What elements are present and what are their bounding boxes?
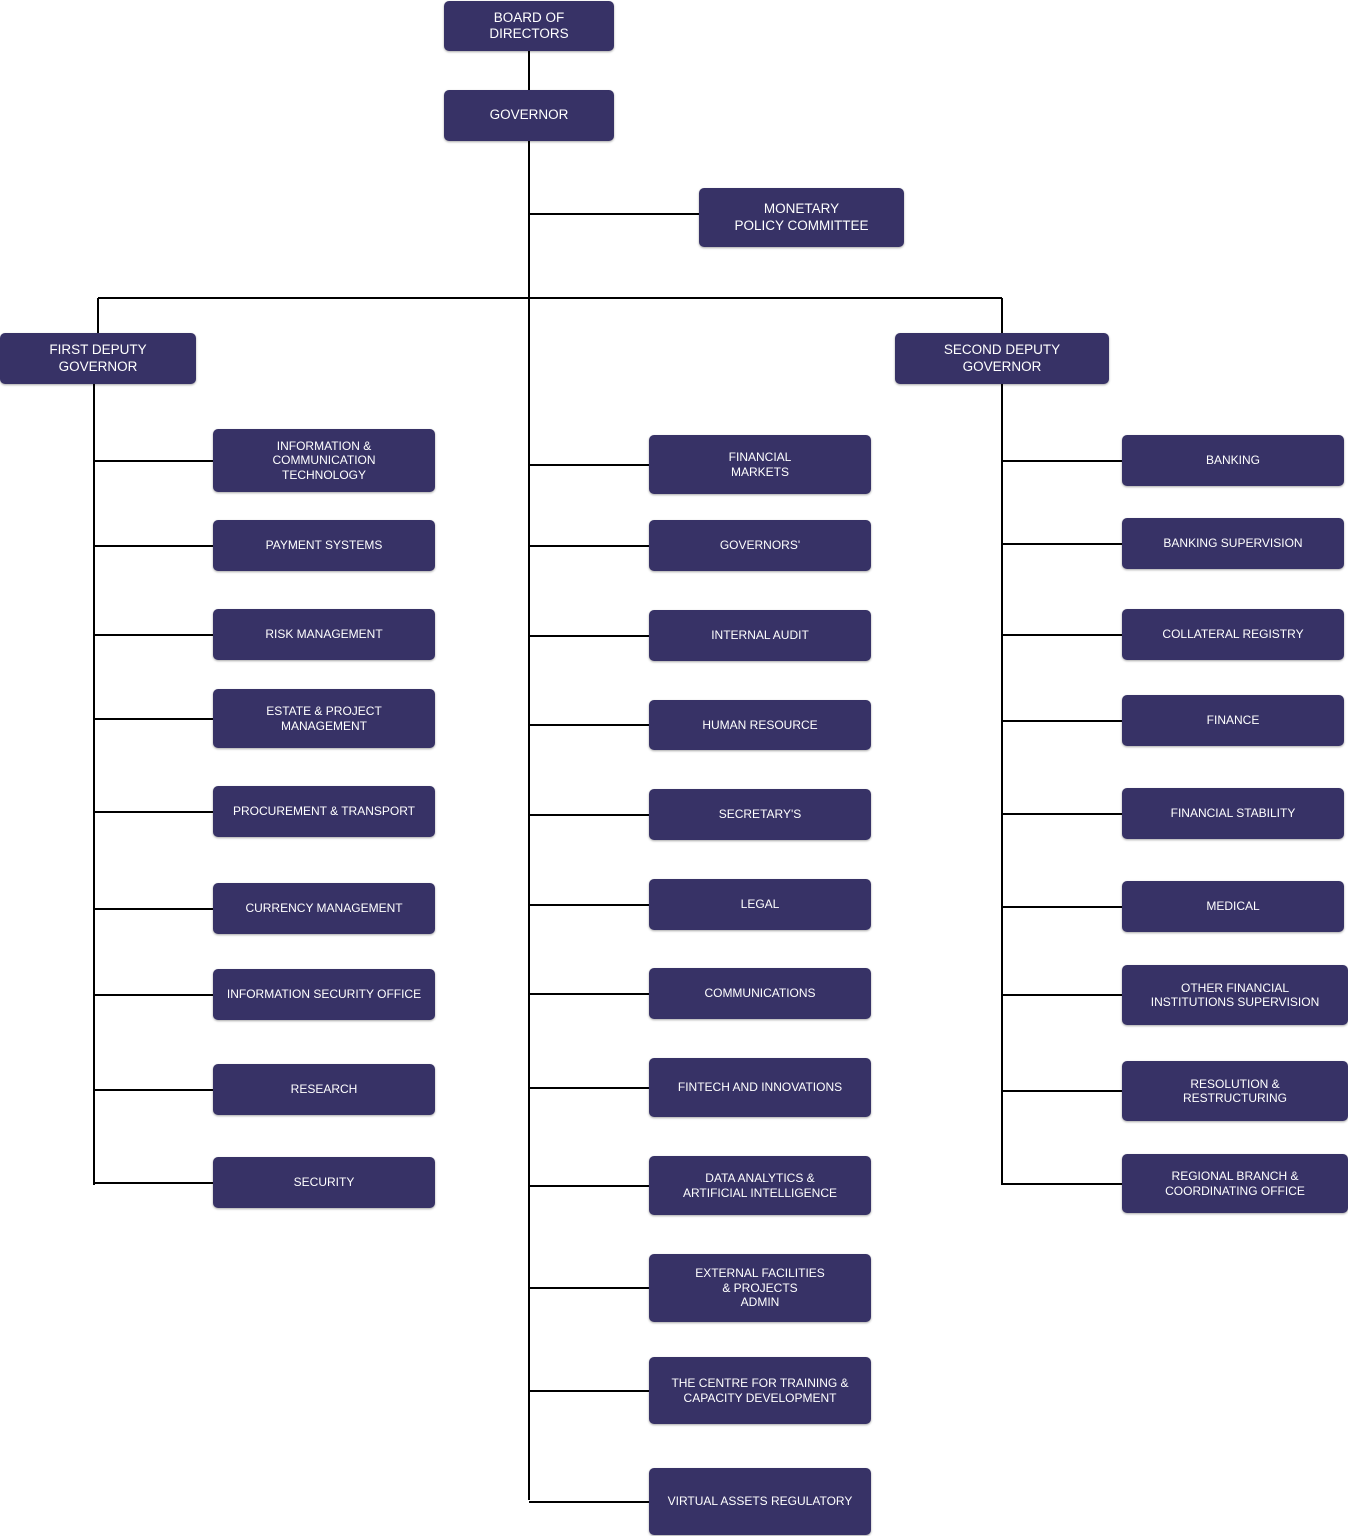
board-of-directors-box: BOARD OF DIRECTORS (444, 1, 614, 51)
governor-box: GOVERNOR (444, 90, 614, 141)
dept-the-centre-for-training-capacity-development-box: THE CENTRE FOR TRAINING & CAPACITY DEVEL… (649, 1357, 871, 1424)
dept-information-communication-technology-box: INFORMATION & COMMUNICATION TECHNOLOGY (213, 429, 435, 492)
dept-estate-project-management-box: ESTATE & PROJECT MANAGEMENT (213, 689, 435, 748)
dept-financial-stability-box: FINANCIAL STABILITY (1122, 788, 1344, 839)
dept-communications-box: COMMUNICATIONS (649, 968, 871, 1019)
dept-fintech-and-innovations-box: FINTECH AND INNOVATIONS (649, 1058, 871, 1117)
dept-internal-audit-box: INTERNAL AUDIT (649, 610, 871, 661)
dept-finance-box: FINANCE (1122, 695, 1344, 746)
dept-payment-systems-box: PAYMENT SYSTEMS (213, 520, 435, 571)
dept-financial-markets-box: FINANCIAL MARKETS (649, 435, 871, 494)
dept-governors-box: GOVERNORS' (649, 520, 871, 571)
dept-collateral-registry-box: COLLATERAL REGISTRY (1122, 609, 1344, 660)
second-deputy-governor-box: SECOND DEPUTY GOVERNOR (895, 333, 1109, 384)
dept-information-security-office-box: INFORMATION SECURITY OFFICE (213, 969, 435, 1020)
dept-other-financial-institutions-supervision-box: OTHER FINANCIAL INSTITUTIONS SUPERVISION (1122, 965, 1348, 1025)
dept-procurement-transport-box: PROCUREMENT & TRANSPORT (213, 786, 435, 837)
dept-secretary-s-box: SECRETARY'S (649, 789, 871, 840)
dept-research-box: RESEARCH (213, 1064, 435, 1115)
dept-legal-box: LEGAL (649, 879, 871, 930)
dept-data-analytics-artificial-intelligence-box: DATA ANALYTICS & ARTIFICIAL INTELLIGENCE (649, 1156, 871, 1215)
dept-virtual-assets-regulatory-box: VIRTUAL ASSETS REGULATORY (649, 1468, 871, 1535)
first-deputy-governor-box: FIRST DEPUTY GOVERNOR (0, 333, 196, 384)
dept-security-box: SECURITY (213, 1157, 435, 1208)
dept-human-resource-box: HUMAN RESOURCE (649, 700, 871, 750)
dept-medical-box: MEDICAL (1122, 881, 1344, 932)
dept-regional-branch-coordinating-office-box: REGIONAL BRANCH & COORDINATING OFFICE (1122, 1154, 1348, 1213)
dept-banking-box: BANKING (1122, 435, 1344, 486)
dept-external-facilities-projects-admin-box: EXTERNAL FACILITIES & PROJECTS ADMIN (649, 1254, 871, 1322)
dept-resolution-restructuring-box: RESOLUTION & RESTRUCTURING (1122, 1061, 1348, 1121)
monetary-policy-committee-box: MONETARY POLICY COMMITTEE (699, 188, 904, 247)
dept-risk-management-box: RISK MANAGEMENT (213, 609, 435, 660)
dept-banking-supervision-box: BANKING SUPERVISION (1122, 518, 1344, 569)
dept-currency-management-box: CURRENCY MANAGEMENT (213, 883, 435, 934)
